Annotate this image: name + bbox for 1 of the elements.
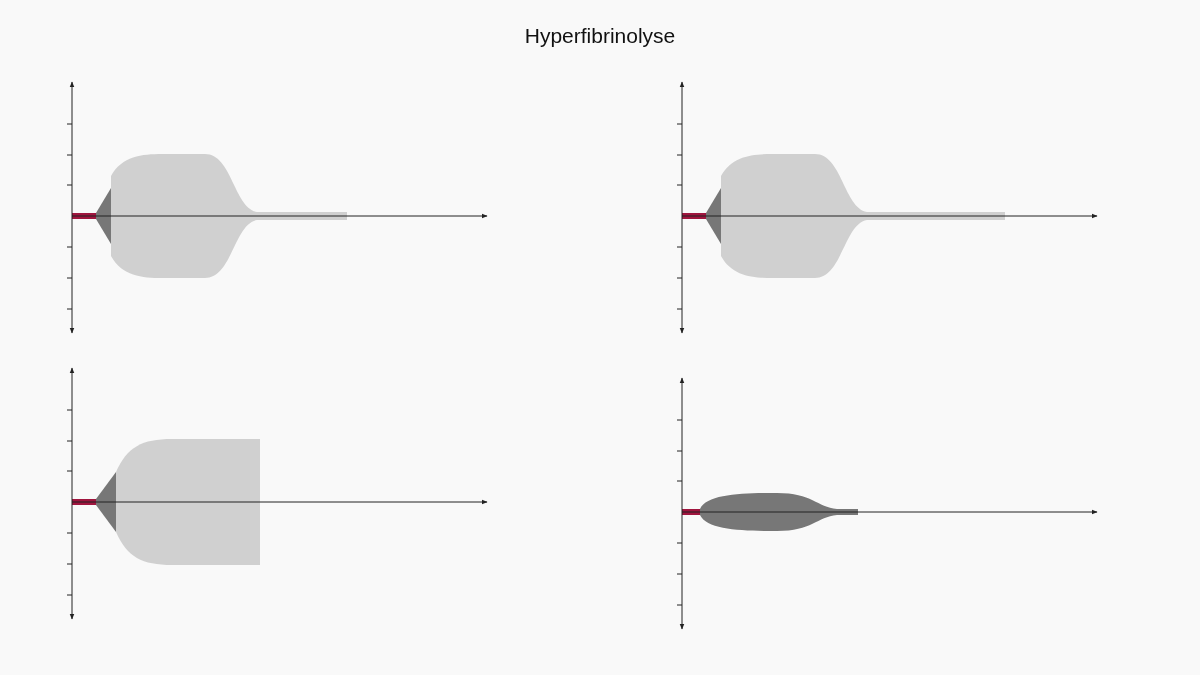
diagram-title: Hyperfibrinolyse [524, 23, 676, 49]
